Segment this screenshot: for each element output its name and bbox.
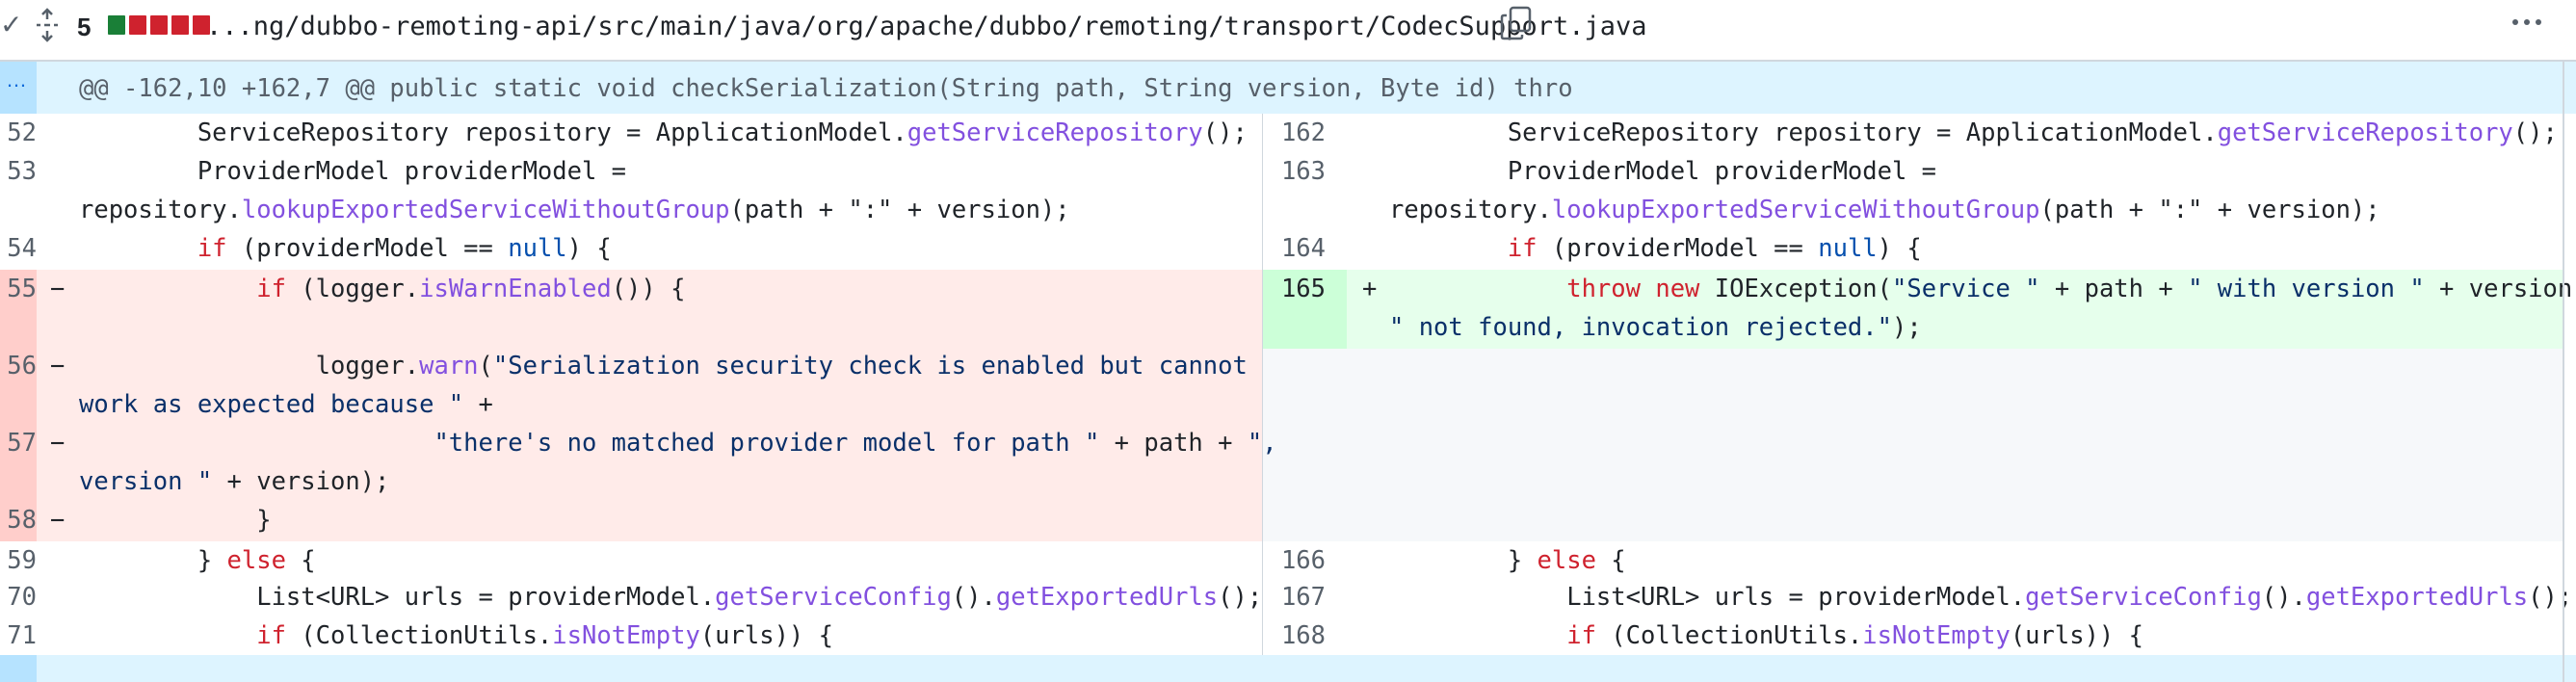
left-code-line-wrap: version " + version);	[79, 467, 390, 496]
right-line-number[interactable]: 167	[1280, 583, 1326, 612]
diff-row-deleted: 57 − "there's no matched provider model …	[0, 424, 2576, 501]
right-line-number[interactable]: 165	[1280, 275, 1326, 303]
diffstat-del-block	[193, 15, 210, 35]
copy-path-icon[interactable]	[1499, 4, 1534, 42]
hunk-header: … @@ -162,10 +162,7 @@ public static voi…	[0, 62, 2576, 114]
left-line-number[interactable]: 53	[7, 157, 37, 186]
left-code-line: if (CollectionUtils.isNotEmpty(urls)) {	[79, 621, 833, 650]
diffstat-del-block	[171, 15, 189, 35]
left-line-number[interactable]: 59	[7, 546, 37, 575]
left-code-line: ServiceRepository repository = Applicati…	[79, 118, 1248, 147]
diff-row: 71 if (CollectionUtils.isNotEmpty(urls))…	[0, 616, 2576, 655]
left-line-number[interactable]: 57	[7, 429, 37, 458]
diff-row: 54 if (providerModel == null) { 164 if (…	[0, 229, 2576, 270]
right-code-line: List<URL> urls = providerModel.getServic…	[1389, 583, 2573, 612]
right-code-line: ServiceRepository repository = Applicati…	[1389, 118, 2558, 147]
empty-placeholder	[1263, 349, 2563, 541]
right-line-number[interactable]: 162	[1280, 118, 1326, 147]
diffstat-bar	[108, 15, 210, 35]
right-code-line: } else {	[1389, 546, 1626, 575]
changes-count: 5	[77, 13, 92, 41]
file-path[interactable]: ...ng/dubbo-remoting-api/src/main/java/o…	[206, 12, 1647, 41]
left-code-line: List<URL> urls = providerModel.getServic…	[79, 583, 1263, 612]
left-code-line: if (logger.isWarnEnabled()) {	[79, 275, 686, 303]
more-options-icon[interactable]	[2512, 19, 2541, 25]
left-code-line: if (providerModel == null) {	[79, 234, 612, 263]
diffstat-del-block	[150, 15, 168, 35]
left-line-number[interactable]: 54	[7, 234, 37, 263]
deletion-marker: −	[50, 506, 66, 535]
left-code-line: }	[79, 506, 272, 535]
right-line-number[interactable]: 164	[1280, 234, 1326, 263]
deleted-gutter	[0, 270, 37, 541]
left-code-line-wrap: work as expected because " +	[79, 390, 493, 419]
deletion-marker: −	[50, 275, 66, 303]
file-header: ✓ 5 ...ng/dubbo-remoting-api/src/main/ja…	[0, 0, 2576, 62]
right-line-number[interactable]: 166	[1280, 546, 1326, 575]
diff-row-deleted: 55 − if (logger.isWarnEnabled()) { 165 +…	[0, 270, 2576, 347]
expand-down-gutter[interactable]	[0, 655, 37, 682]
diff-row: 59 } else { 166 } else {	[0, 541, 2576, 580]
deletion-marker: −	[50, 429, 66, 458]
right-code-line: if (CollectionUtils.isNotEmpty(urls)) {	[1389, 621, 2143, 650]
right-code-line: ProviderModel providerModel =	[1389, 157, 1937, 186]
right-line-number[interactable]: 163	[1280, 157, 1326, 186]
left-line-number[interactable]: 55	[7, 275, 37, 303]
expand-all-icon[interactable]	[33, 6, 62, 44]
diff-row: 52 ServiceRepository repository = Applic…	[0, 114, 2576, 152]
right-code-line: if (providerModel == null) {	[1389, 234, 1922, 263]
added-gutter	[1263, 270, 1347, 349]
right-code-line-wrap: " not found, invocation rejected.");	[1389, 313, 1922, 342]
addition-marker: +	[1362, 275, 1378, 303]
diff-row: 70 List<URL> urls = providerModel.getSer…	[0, 578, 2576, 616]
right-line-number[interactable]: 168	[1280, 621, 1326, 650]
deleted-block	[37, 270, 1262, 541]
left-line-number[interactable]: 52	[7, 118, 37, 147]
split-divider	[1262, 114, 1263, 655]
deletion-marker: −	[50, 352, 66, 380]
left-line-number[interactable]: 56	[7, 352, 37, 380]
diff-row-deleted: 58 − }	[0, 501, 2576, 541]
right-code-line-wrap: repository.lookupExportedServiceWithoutG…	[1389, 196, 2380, 224]
expand-hunk-icon[interactable]: …	[6, 67, 27, 92]
hunk-expander-bottom[interactable]	[0, 655, 2576, 682]
right-code-line: throw new IOException("Service " + path …	[1389, 275, 2573, 303]
left-code-line: logger.warn("Serialization security chec…	[79, 352, 1248, 380]
collapse-chevron-icon[interactable]: ✓	[0, 10, 23, 39]
left-code-line: } else {	[79, 546, 316, 575]
left-code-line-wrap: repository.lookupExportedServiceWithoutG…	[79, 196, 1070, 224]
left-line-number[interactable]: 58	[7, 506, 37, 535]
diffstat-add-block	[108, 15, 125, 35]
left-code-line: "there's no matched provider model for p…	[79, 429, 1277, 458]
diffstat-del-block	[129, 15, 146, 35]
diff-row: 53 ProviderModel providerModel = reposit…	[0, 152, 2576, 229]
left-code-line: ProviderModel providerModel =	[79, 157, 627, 186]
hunk-expand-gutter[interactable]: …	[0, 62, 37, 114]
left-line-number[interactable]: 71	[7, 621, 37, 650]
diff-row-deleted: 56 − logger.warn("Serialization security…	[0, 347, 2576, 424]
panel-border	[2563, 62, 2564, 682]
hunk-header-text: @@ -162,10 +162,7 @@ public static void …	[79, 74, 1573, 103]
added-block	[1347, 270, 2563, 349]
left-line-number[interactable]: 70	[7, 583, 37, 612]
